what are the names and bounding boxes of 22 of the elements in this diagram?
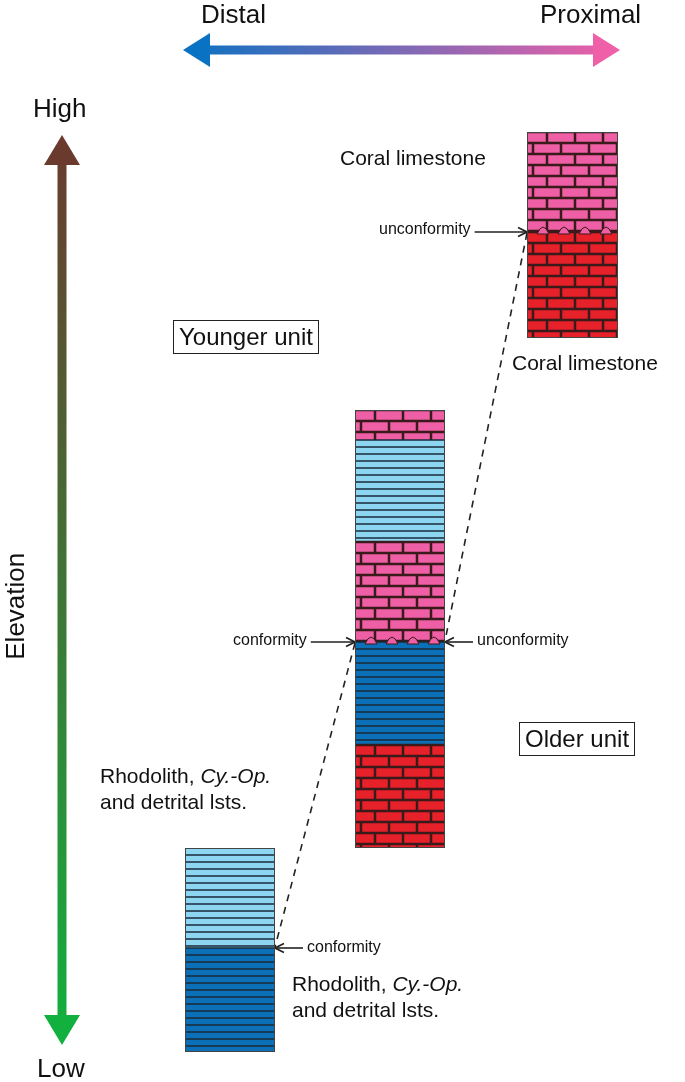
- axis-label: High: [33, 92, 87, 125]
- lithology-label: Rhodolith, Cy.-Op. and detrital lsts.: [100, 763, 273, 816]
- direction-label: Distal: [201, 0, 266, 31]
- pointer-arrow: [310, 636, 356, 648]
- lithology-label: Coral limestone: [512, 350, 658, 376]
- stratigraphic-column: [355, 410, 445, 848]
- boundary-label: conformity: [233, 631, 307, 649]
- pointer-arrow: [473, 226, 528, 238]
- unit-label: Younger unit: [173, 320, 319, 354]
- axis-label: Elevation: [0, 551, 31, 662]
- boundary-label: conformity: [307, 938, 381, 956]
- axis-label: Low: [37, 1052, 85, 1082]
- lithology-label: Rhodolith, Cy.-Op. and detrital lsts.: [292, 971, 465, 1024]
- pointer-arrow: [274, 942, 304, 954]
- unit-label: Older unit: [519, 722, 636, 756]
- direction-label: Proximal: [540, 0, 642, 31]
- stratigraphic-column: [185, 848, 275, 1052]
- boundary-label: unconformity: [379, 220, 471, 238]
- boundary-label: unconformity: [477, 631, 569, 649]
- lithology-label: Coral limestone: [340, 145, 486, 171]
- stratigraphic-column: [527, 132, 618, 338]
- pointer-arrow: [444, 636, 474, 648]
